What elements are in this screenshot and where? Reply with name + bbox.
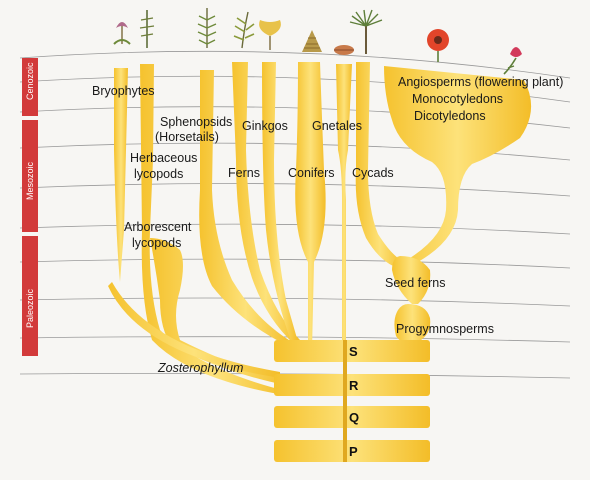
label-ginkgos: Ginkgos <box>242 119 288 133</box>
label-angiosperms: Angiosperms (flowering plant) <box>398 75 563 89</box>
era-paleozoic: Paleozoic <box>25 288 35 328</box>
liverwort-icon <box>113 22 131 45</box>
label-herbaceous-lycopods: lycopods <box>134 167 183 181</box>
ginkgo-leaf-icon <box>259 20 281 50</box>
label-progymnosperms: Progymnosperms <box>396 322 494 336</box>
fern-frond-icon <box>233 11 255 49</box>
flower-icon <box>427 29 449 62</box>
group-labels: Bryophytes Sphenopsids (Horsetails) Gink… <box>92 75 563 375</box>
branch-sphenopsids <box>199 70 292 346</box>
label-herbaceous: Herbaceous <box>130 151 197 165</box>
label-dicotyledons: Dicotyledons <box>414 109 486 123</box>
cone-icon <box>334 45 354 55</box>
fern-frond-icon <box>197 8 217 48</box>
label-sphenopsids: Sphenopsids <box>160 115 232 129</box>
branch-bryophytes <box>114 68 128 282</box>
branches <box>108 62 532 396</box>
branch-angiosperms <box>384 66 532 262</box>
branch-progymnosperms <box>394 304 431 344</box>
era-mesozoic: Mesozoic <box>25 161 35 200</box>
label-arborescent-lycopods: lycopods <box>132 236 181 250</box>
stage-bars: S R Q P <box>274 340 430 462</box>
cone-icon <box>302 30 322 52</box>
label-ferns: Ferns <box>228 166 260 180</box>
stage-s: S <box>349 344 358 359</box>
stage-q: Q <box>349 410 359 425</box>
era-bar: Cenozoic Mesozoic Paleozoic <box>22 58 38 356</box>
branch-seed-ferns <box>392 256 431 304</box>
stage-p: P <box>349 444 358 459</box>
label-cycads: Cycads <box>352 166 394 180</box>
cycad-palm-icon <box>349 9 383 54</box>
branch-cycads <box>355 62 404 268</box>
label-zosterophyllum: Zosterophyllum <box>157 361 243 375</box>
era-cenozoic: Cenozoic <box>25 62 35 100</box>
flower-bud-icon <box>503 47 522 75</box>
label-arborescent: Arborescent <box>124 220 192 234</box>
branch-ferns <box>232 62 300 344</box>
horsetail-icon <box>139 10 155 48</box>
label-seed-ferns: Seed ferns <box>385 276 445 290</box>
stage-r: R <box>349 378 359 393</box>
label-gnetales: Gnetales <box>312 119 362 133</box>
label-horsetails: (Horsetails) <box>155 130 219 144</box>
label-conifers: Conifers <box>288 166 335 180</box>
plant-icons <box>113 8 522 75</box>
branch-conifers <box>295 62 326 350</box>
label-bryophytes: Bryophytes <box>92 84 155 98</box>
label-monocotyledons: Monocotyledons <box>412 92 503 106</box>
branch-gnetales <box>336 64 352 350</box>
branch-ginkgos <box>262 62 298 344</box>
